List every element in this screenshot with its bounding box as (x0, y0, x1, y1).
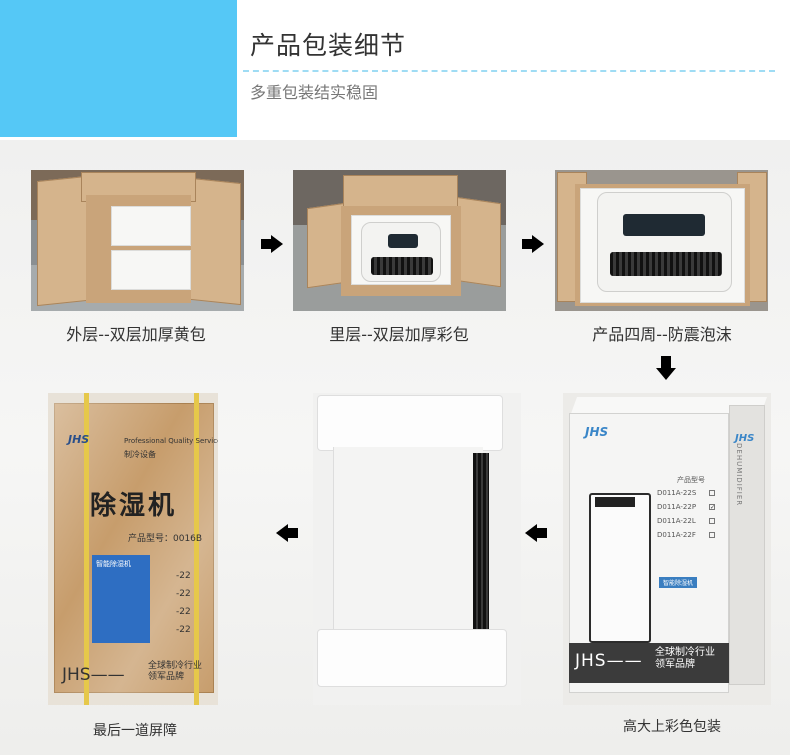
arrow-left-icon (276, 524, 298, 542)
wrapped-box-model-line: 产品型号：0016B (128, 534, 203, 544)
color-box-logo: JHS (585, 425, 609, 439)
photo-wrapped-box: JHS Professional Quality Service 制冷设备 除湿… (48, 393, 218, 705)
photo-outer-box (31, 170, 244, 311)
caption-color-box: 高大上彩色包装 (623, 719, 721, 735)
wrapped-box-sticker: 智能除湿机 (96, 560, 131, 568)
model-checkbox (709, 490, 715, 496)
wrapped-box-company: Professional Quality Service (124, 437, 218, 445)
header: 产品包装细节 多重包装结实稳固 (0, 0, 790, 140)
photo-foam-sleeve (313, 393, 521, 705)
color-box-model-2: D011A-22P (657, 503, 697, 511)
color-box-model-1: D011A-22S (657, 489, 697, 497)
wrapped-box-model-3: -22 (176, 607, 191, 617)
caption-wrapped-box: 最后一道屏障 (93, 723, 177, 739)
photo-color-box: DEHUMIDIFIER JHS JHS 产品型号 D011A-22S D011… (563, 393, 771, 705)
photo-inner-box (293, 170, 506, 311)
page-subtitle: 多重包装结实稳固 (250, 83, 379, 102)
wrapped-box-brand: JHS—— (62, 665, 125, 685)
wrapped-box-logo: JHS (68, 433, 90, 446)
wrapped-box-model-1: -22 (176, 571, 191, 581)
dashed-divider (243, 70, 775, 72)
color-box-brand: JHS—— (575, 651, 643, 671)
color-box-side-logo: JHS (735, 433, 755, 444)
arrow-right-icon (261, 235, 283, 253)
accent-block (0, 0, 237, 137)
wrapped-box-tagline: 全球制冷行业 领军品牌 (148, 661, 203, 682)
wrapped-box-company-cn: 制冷设备 (124, 450, 156, 459)
model-checkbox (709, 532, 715, 538)
caption-inner-box: 里层--双层加厚彩包 (329, 325, 469, 344)
caption-outer-box: 外层--双层加厚黄包 (66, 325, 206, 344)
page-title: 产品包装细节 (250, 31, 407, 60)
model-checkbox (709, 518, 715, 524)
caption-foam-surround: 产品四周--防震泡沫 (592, 325, 732, 344)
color-box-model-4: D011A-22F (657, 531, 696, 539)
color-box-model-heading: 产品型号 (677, 476, 705, 484)
color-box-badge: 智能除湿机 (659, 577, 698, 588)
arrow-left-icon (525, 524, 547, 542)
wrapped-box-product-name: 除湿机 (90, 491, 178, 521)
wrapped-box-model-4: -22 (176, 625, 191, 635)
model-checkbox-checked: ✓ (709, 504, 716, 511)
color-box-side-text: DEHUMIDIFIER (735, 443, 743, 507)
color-box-model-3: D011A-22L (657, 517, 696, 525)
color-box-tagline: 全球制冷行业 领军品牌 (655, 647, 715, 670)
arrow-right-icon (522, 235, 544, 253)
arrow-down-icon (656, 356, 676, 380)
photo-foam-surround (555, 170, 768, 311)
wrapped-box-model-2: -22 (176, 589, 191, 599)
